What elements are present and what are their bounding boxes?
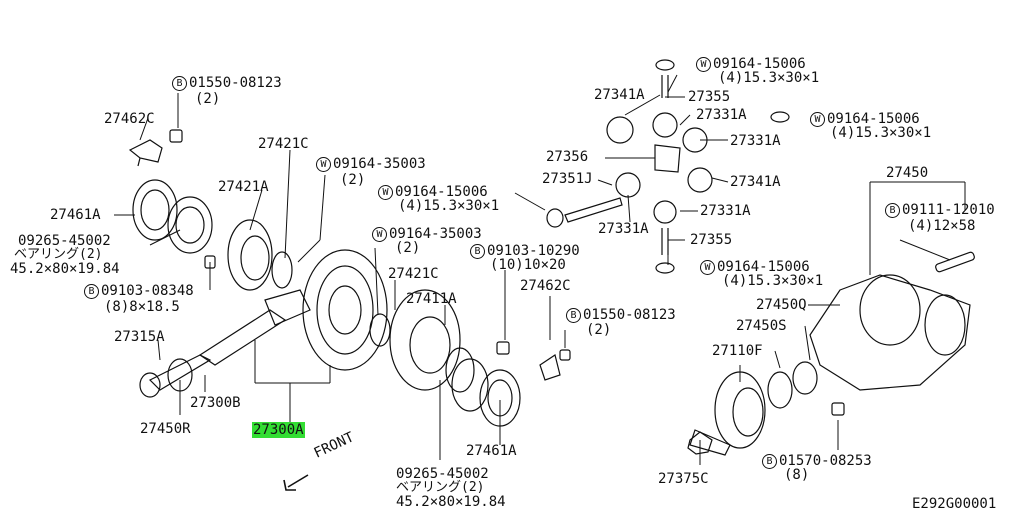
label-27351j: 27351J	[542, 171, 593, 187]
flange-27421a	[204, 219, 293, 291]
label-27315a: 27315A	[114, 329, 165, 345]
label-27356: 27356	[546, 149, 589, 165]
label-27450s: 27450S	[736, 318, 787, 334]
label-27450q: 27450Q	[756, 297, 807, 313]
label-27450r: 27450R	[140, 421, 191, 437]
pinion-and-ring-gear	[139, 249, 388, 398]
label-27331a-4: 27331A	[598, 221, 649, 237]
desc-09265-45002-left: ベアリング(2)	[14, 247, 103, 262]
bracket-27462c-top	[128, 129, 183, 167]
label-27411a: 27411A	[406, 291, 457, 307]
spider-gear-set	[546, 59, 790, 274]
label-27355-bottom: 27355	[690, 232, 733, 248]
size-09265-45002-left: 45.2×80×19.84	[10, 261, 120, 277]
label-27300a: 27300A	[252, 422, 305, 438]
size-09265-45002-bottom: 45.2×80×19.84	[396, 494, 506, 510]
label-27462c-mid: 27462C	[520, 278, 571, 294]
desc-09265-45002-bottom: ベアリング(2)	[396, 480, 485, 495]
label-27341a-top: 27341A	[594, 87, 645, 103]
label-27461a-bottom: 27461A	[466, 443, 517, 459]
label-09265-45002-bottom: 09265-45002	[396, 466, 489, 482]
front-arrow	[283, 474, 309, 491]
label-09265-45002-left: 09265-45002	[18, 233, 111, 249]
qty-01550-08123-top: (2)	[195, 91, 221, 107]
label-27462c-top: 27462C	[104, 111, 155, 127]
diagram-id: E292G00001	[912, 496, 997, 512]
label-27421c-mid: 27421C	[388, 266, 439, 282]
bearing-27461a-bottom	[451, 358, 521, 427]
front-flange-27110f	[687, 361, 845, 456]
label-27331a-1: 27331A	[696, 107, 747, 123]
label-27331a-2: 27331A	[730, 133, 781, 149]
label-27110f: 27110F	[712, 343, 763, 359]
qty-09164-15006-top: (4)15.3×30×1	[718, 70, 820, 86]
label-27461a-left: 27461A	[50, 207, 101, 223]
label-27375c: 27375C	[658, 471, 709, 487]
qty-09164-35003-top: (2)	[340, 172, 366, 188]
carrier-housing-27450	[809, 251, 975, 391]
qty-09103-08348: (8)8×18.5	[104, 299, 180, 315]
qty-01570-08253: (8)	[784, 467, 810, 483]
label-27341a-r: 27341A	[730, 174, 781, 190]
bracket-27462c-mid	[539, 349, 571, 381]
label-27450: 27450	[886, 165, 929, 181]
label-27421a: 27421A	[218, 179, 269, 195]
leader-lines	[114, 74, 966, 465]
qty-09111-12010: (4)12×58	[908, 218, 976, 234]
label-27355-top: 27355	[688, 89, 731, 105]
qty-09103-10290: (10)10×20	[490, 257, 566, 273]
label-27331a-3: 27331A	[700, 203, 751, 219]
label-27421c-top: 27421C	[258, 136, 309, 152]
bearing-27461a-left	[132, 179, 213, 254]
label-27300b: 27300B	[190, 395, 241, 411]
diff-case-27411a	[369, 289, 510, 393]
qty-09164-15006-bottom: (4)15.3×30×1	[722, 273, 824, 289]
qty-09164-35003-mid: (2)	[395, 240, 421, 256]
qty-09164-15006-l: (4)15.3×30×1	[398, 198, 500, 214]
qty-01550-08123-mid: (2)	[586, 322, 612, 338]
qty-09164-15006-r: (4)15.3×30×1	[830, 125, 932, 141]
